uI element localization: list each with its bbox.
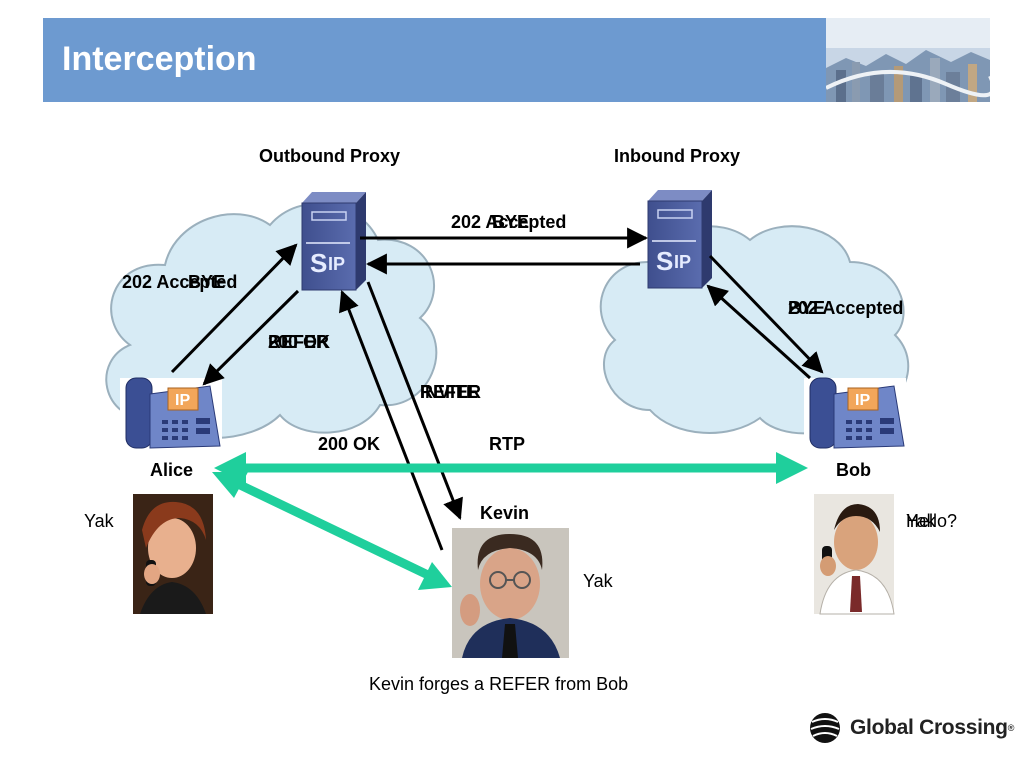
arrow-outbound-to-kevin	[366, 281, 463, 520]
bob-photo	[814, 494, 895, 615]
message-label-kevin: REFER	[420, 382, 482, 402]
bob-label: Bob	[836, 460, 871, 480]
message-label-alice-down-overlap: REFER	[268, 332, 330, 352]
city-image	[826, 18, 990, 102]
logo-text: Global Crossing	[850, 716, 1008, 739]
alice-label: Alice	[150, 460, 194, 480]
alice-phone: IP	[120, 377, 222, 450]
message-label-200-ok: 200 OK	[318, 434, 381, 454]
message-label-kevin-overlap: INVITE	[420, 382, 479, 402]
bob-phone: IP	[804, 377, 906, 450]
message-label-bob-up: 202 Accepted	[788, 298, 904, 318]
arrow-alice-to-outbound	[170, 243, 298, 374]
kevin-photo	[452, 528, 569, 658]
rtp-arrow-alice-bob	[214, 452, 808, 484]
global-crossing-logo-icon	[810, 713, 840, 743]
bob-speech-overlap: Yak	[906, 511, 936, 531]
inbound-proxy-server: S IP	[647, 190, 712, 289]
arrow-bob-to-inbound	[706, 284, 812, 380]
arrow-kevin-to-outbound	[339, 290, 444, 551]
svg-text:IP: IP	[855, 392, 870, 409]
message-label-bob-up-overlap: BYE	[788, 298, 826, 318]
rtp-label: RTP	[489, 434, 525, 454]
alice-photo	[133, 494, 213, 614]
svg-text:IP: IP	[674, 252, 691, 272]
rtp-arrow-alice-kevin	[212, 472, 452, 590]
bob-speech: Hello?	[906, 511, 958, 531]
alice-speech: Yak	[84, 511, 114, 531]
message-label-top: 202 Accepted	[451, 212, 567, 232]
svg-text:IP: IP	[175, 392, 190, 409]
global-crossing-logo: Global Crossing®	[850, 716, 1015, 739]
outbound-proxy-server: S IP	[301, 192, 366, 291]
message-label-top-overlap: BYE	[492, 212, 530, 232]
arrow-inbound-to-bob	[708, 254, 824, 374]
caption: Kevin forges a REFER from Bob	[369, 674, 629, 694]
inbound-proxy-label: Inbound Proxy	[614, 146, 740, 166]
kevin-label: Kevin	[480, 503, 530, 523]
message-label-alice-up-overlap: BYE	[188, 272, 226, 292]
svg-text:S: S	[656, 246, 673, 276]
outbound-proxy-label: Outbound Proxy	[259, 146, 400, 166]
slide-title: Interception	[62, 40, 257, 78]
kevin-speech: Yak	[583, 571, 613, 591]
message-label-alice-down: 200 OK	[268, 332, 331, 352]
arrow-outbound-to-alice	[202, 289, 300, 386]
svg-text:S: S	[310, 248, 327, 278]
message-label-alice-up: 202 Accepted	[122, 272, 238, 292]
svg-text:IP: IP	[328, 254, 345, 274]
